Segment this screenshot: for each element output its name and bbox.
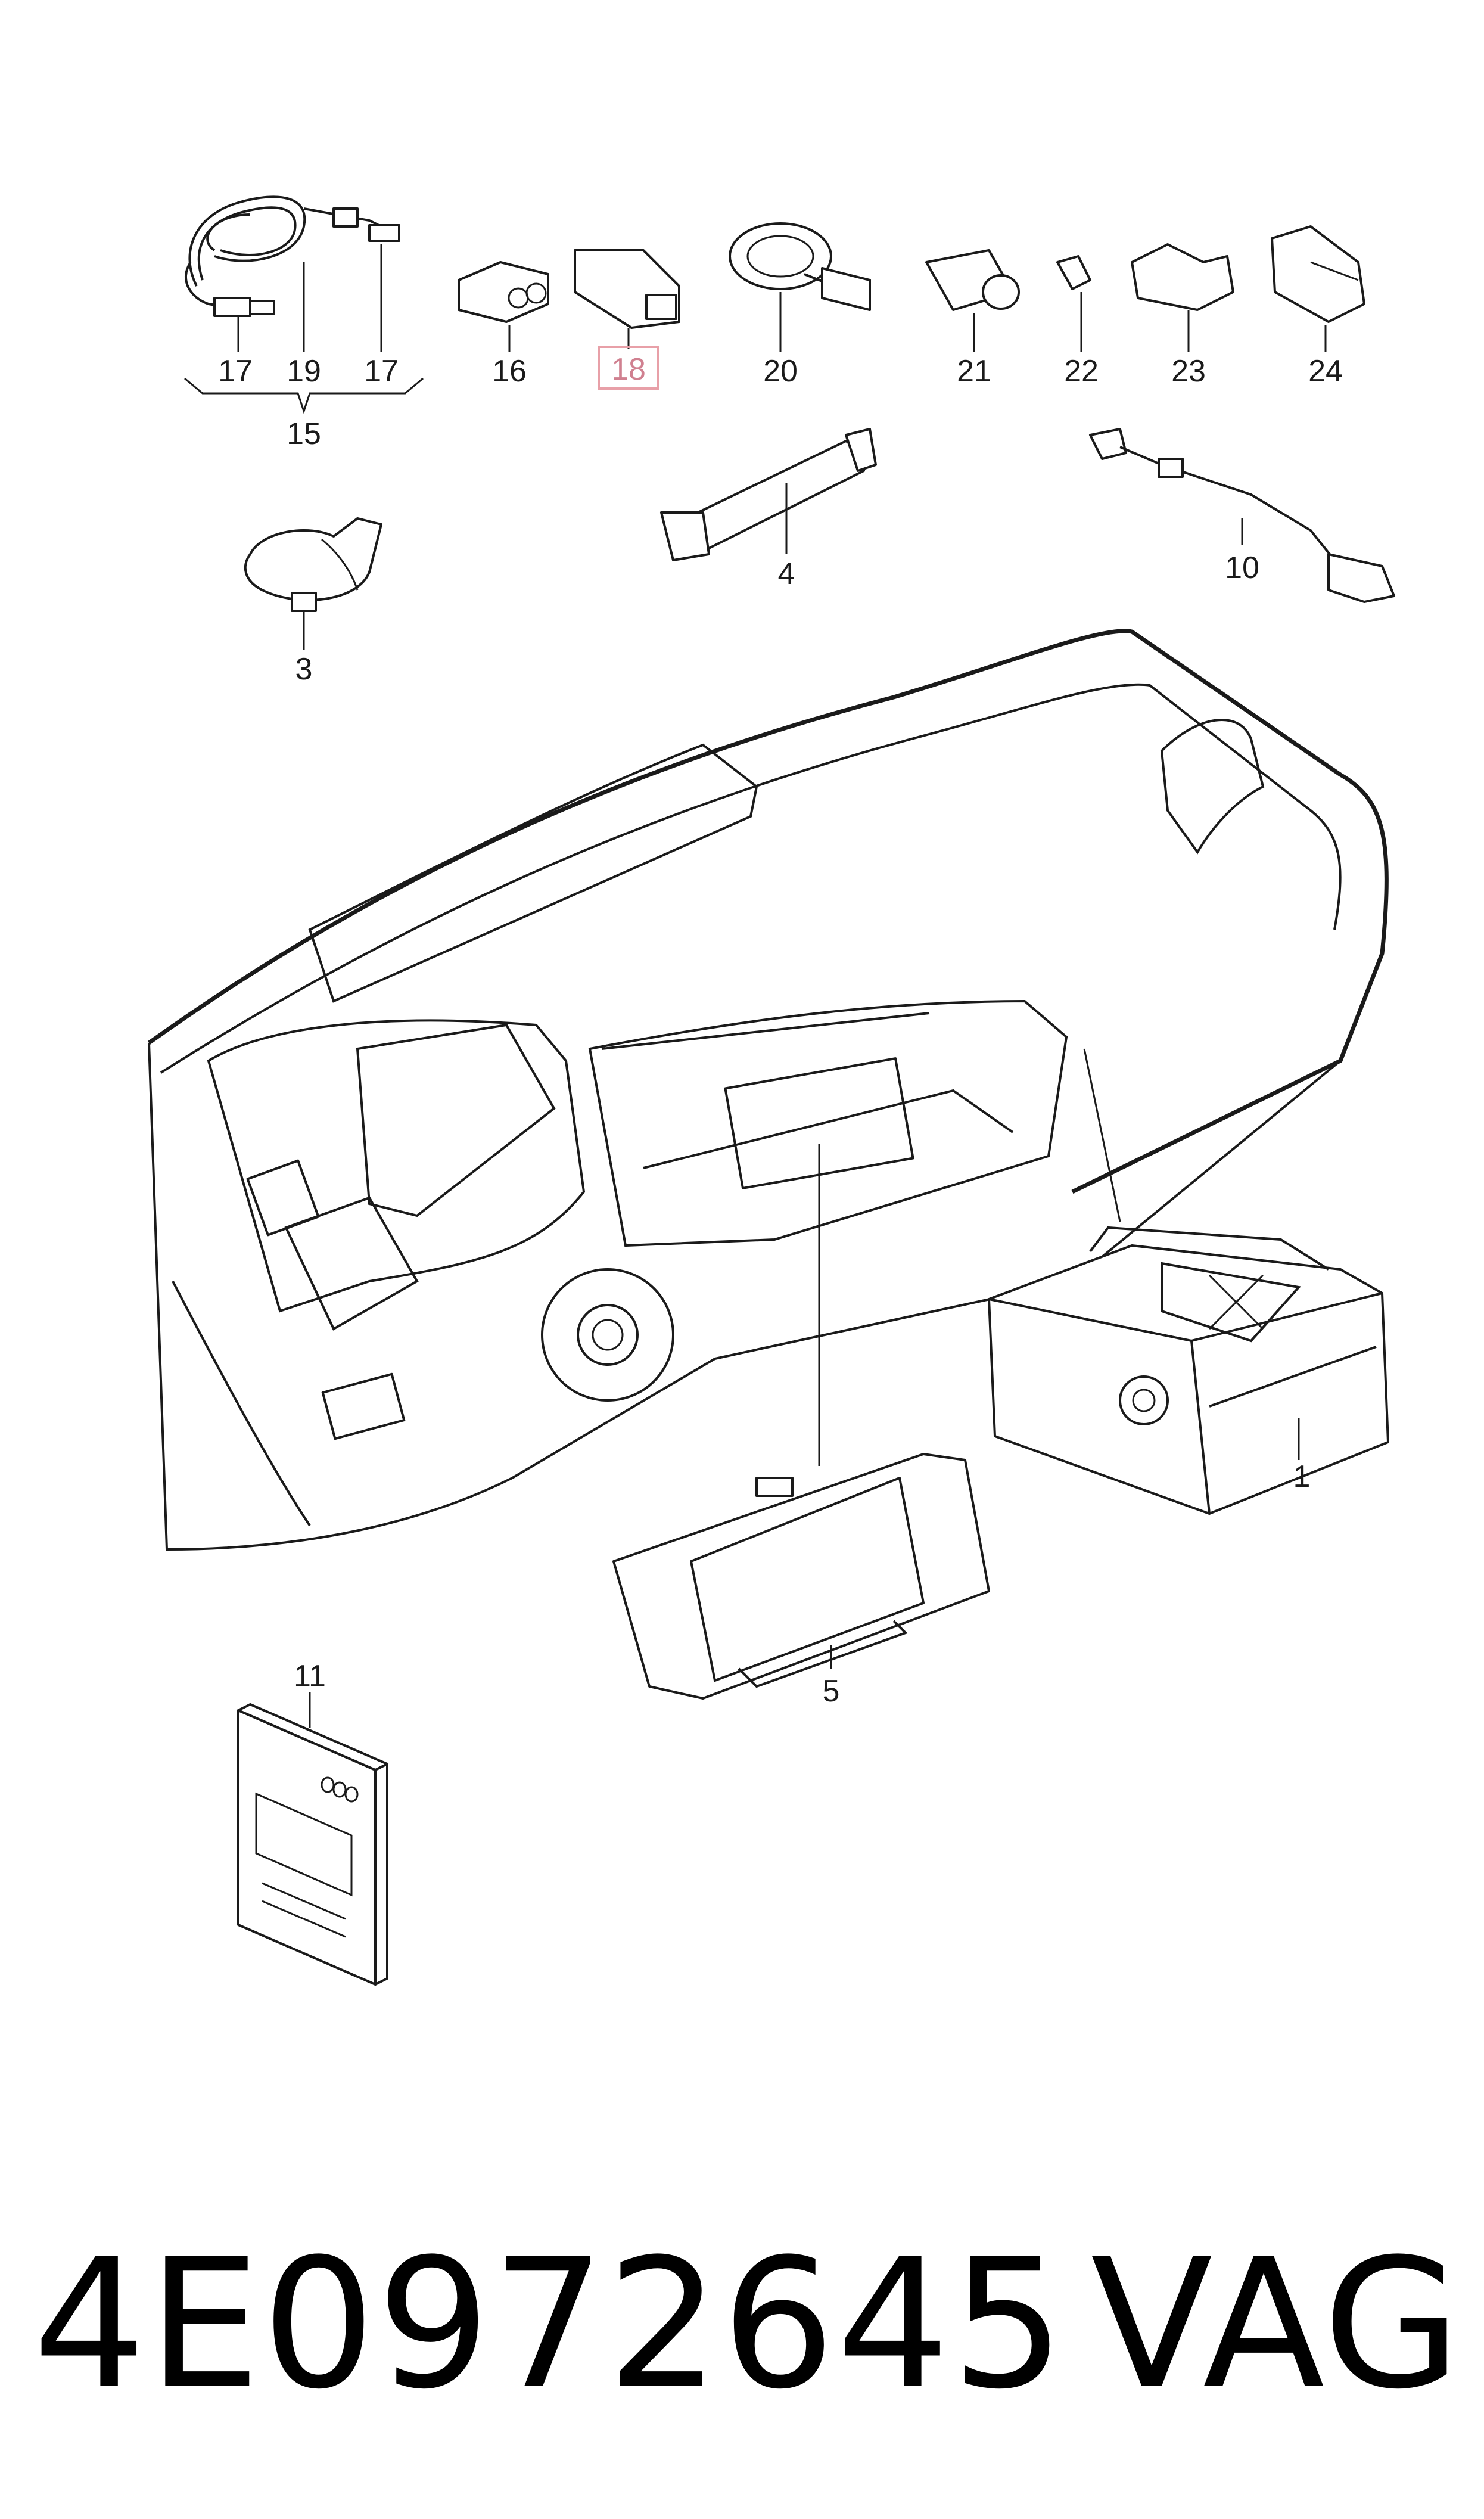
callout-24: 24 (1308, 354, 1343, 389)
footer: 4E0972645 VAG (33, 2205, 1463, 2443)
owners-manual (237, 1692, 388, 1986)
dashboard-illustration (147, 629, 1389, 1551)
antenna-cable (1089, 428, 1395, 603)
connector-24 (1271, 225, 1365, 352)
callout-4: 4 (778, 557, 795, 591)
connector-18 (574, 249, 680, 349)
callout-15: 15 (287, 417, 321, 451)
brand-label: VAG (1090, 2220, 1463, 2428)
antenna-amplifier-module (660, 428, 877, 561)
callout-22: 22 (1064, 354, 1099, 389)
protective-cap (1131, 243, 1234, 352)
callout-5: 5 (823, 1674, 840, 1709)
highlight-box-18 (598, 346, 659, 390)
callout-21: 21 (957, 354, 991, 389)
callout-17-right: 17 (364, 354, 399, 389)
callout-19: 19 (287, 354, 321, 389)
callout-10: 10 (1225, 551, 1259, 585)
display-unit (612, 1453, 990, 1700)
callout-17-left: 17 (218, 354, 253, 389)
callout-23: 23 (1171, 354, 1206, 389)
callout-11: 11 (294, 1659, 326, 1694)
callout-16: 16 (492, 354, 527, 389)
antenna-ring-plug (729, 222, 871, 352)
callout-18: 18 (611, 352, 646, 387)
part-number: 4E0972645 (33, 2220, 1066, 2428)
roof-antenna (244, 517, 382, 650)
ferrite-core (925, 249, 1020, 352)
callout-20: 20 (763, 354, 798, 389)
connector-housing (458, 261, 549, 352)
coiled-antenna-cable (184, 195, 424, 414)
navigation-unit (988, 1226, 1389, 1515)
plug-pin (1056, 255, 1091, 352)
callout-3: 3 (295, 652, 313, 687)
callout-1: 1 (1293, 1459, 1311, 1494)
